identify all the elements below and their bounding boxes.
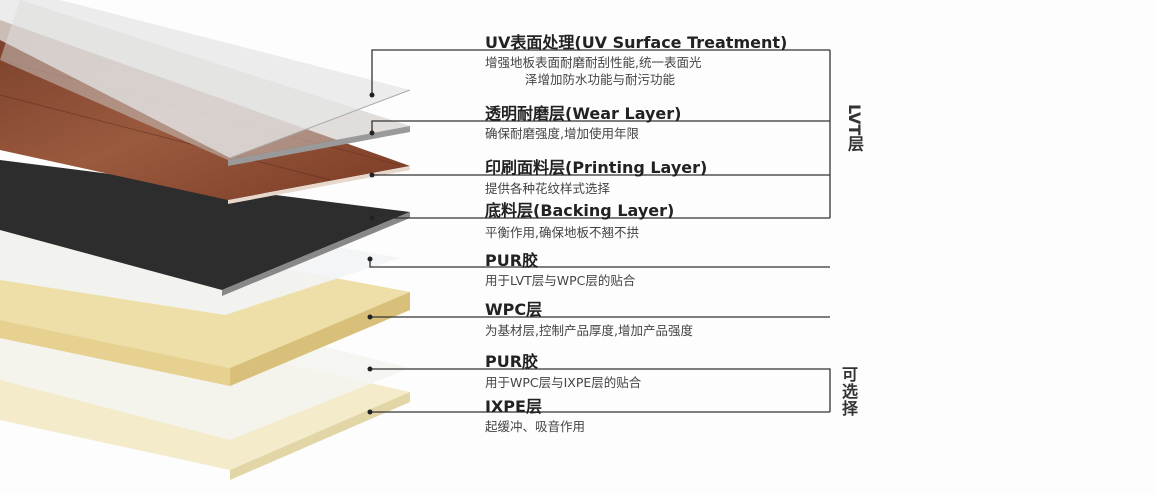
wear-title: 透明耐磨层(Wear Layer)	[485, 104, 682, 123]
uv-desc-2: 泽增加防水功能与耐污功能	[525, 72, 676, 87]
wpc-desc: 为基材层,控制产品厚度,增加产品强度	[485, 323, 693, 338]
leader-lines	[369, 49, 831, 413]
printing-title: 印刷面料层(Printing Layer)	[485, 158, 708, 177]
printing-desc: 提供各种花纹样式选择	[485, 181, 611, 196]
lvt-group-label: LVT层	[845, 104, 864, 152]
wear-desc: 确保耐磨强度,增加使用年限	[485, 126, 639, 141]
uv-title: UV表面处理(UV Surface Treatment)	[485, 33, 788, 52]
uv-layer	[0, 0, 410, 158]
backing-desc: 平衡作用,确保地板不翘不拱	[485, 225, 639, 240]
uv-desc: 增强地板表面耐磨耐刮性能,统一表面光	[485, 55, 702, 70]
wpc-layer-side	[0, 320, 230, 386]
wood-grain	[0, 94, 331, 181]
pur2-desc: 用于WPC层与IXPE层的贴合	[485, 375, 642, 390]
backing-layer	[0, 160, 410, 290]
leader-dots	[367, 92, 375, 415]
uv-layer-edge	[229, 89, 411, 159]
backing-layer-edge	[222, 212, 410, 296]
pur1-desc: 用于LVT层与WPC层的贴合	[485, 273, 636, 288]
optional-group-label: 可 选 择	[842, 366, 858, 417]
optional-char: 择	[842, 399, 859, 418]
ixpe-title: IXPE层	[485, 397, 542, 416]
backing-title: 底料层(Backing Layer)	[485, 201, 675, 220]
wear-layer-edge	[228, 126, 410, 166]
optional-char: 可	[842, 365, 859, 384]
printing-layer-edge	[228, 166, 410, 204]
pur1-title: PUR胶	[485, 251, 539, 270]
optional-bracket	[370, 368, 831, 412]
ixpe-desc: 起缓冲、吸音作用	[485, 419, 586, 434]
ixpe-layer-edge	[230, 392, 410, 480]
wpc-title: WPC层	[485, 300, 543, 319]
pur2-title: PUR胶	[485, 352, 539, 371]
wpc-layer-edge	[230, 292, 410, 386]
optional-char: 选	[842, 382, 859, 401]
